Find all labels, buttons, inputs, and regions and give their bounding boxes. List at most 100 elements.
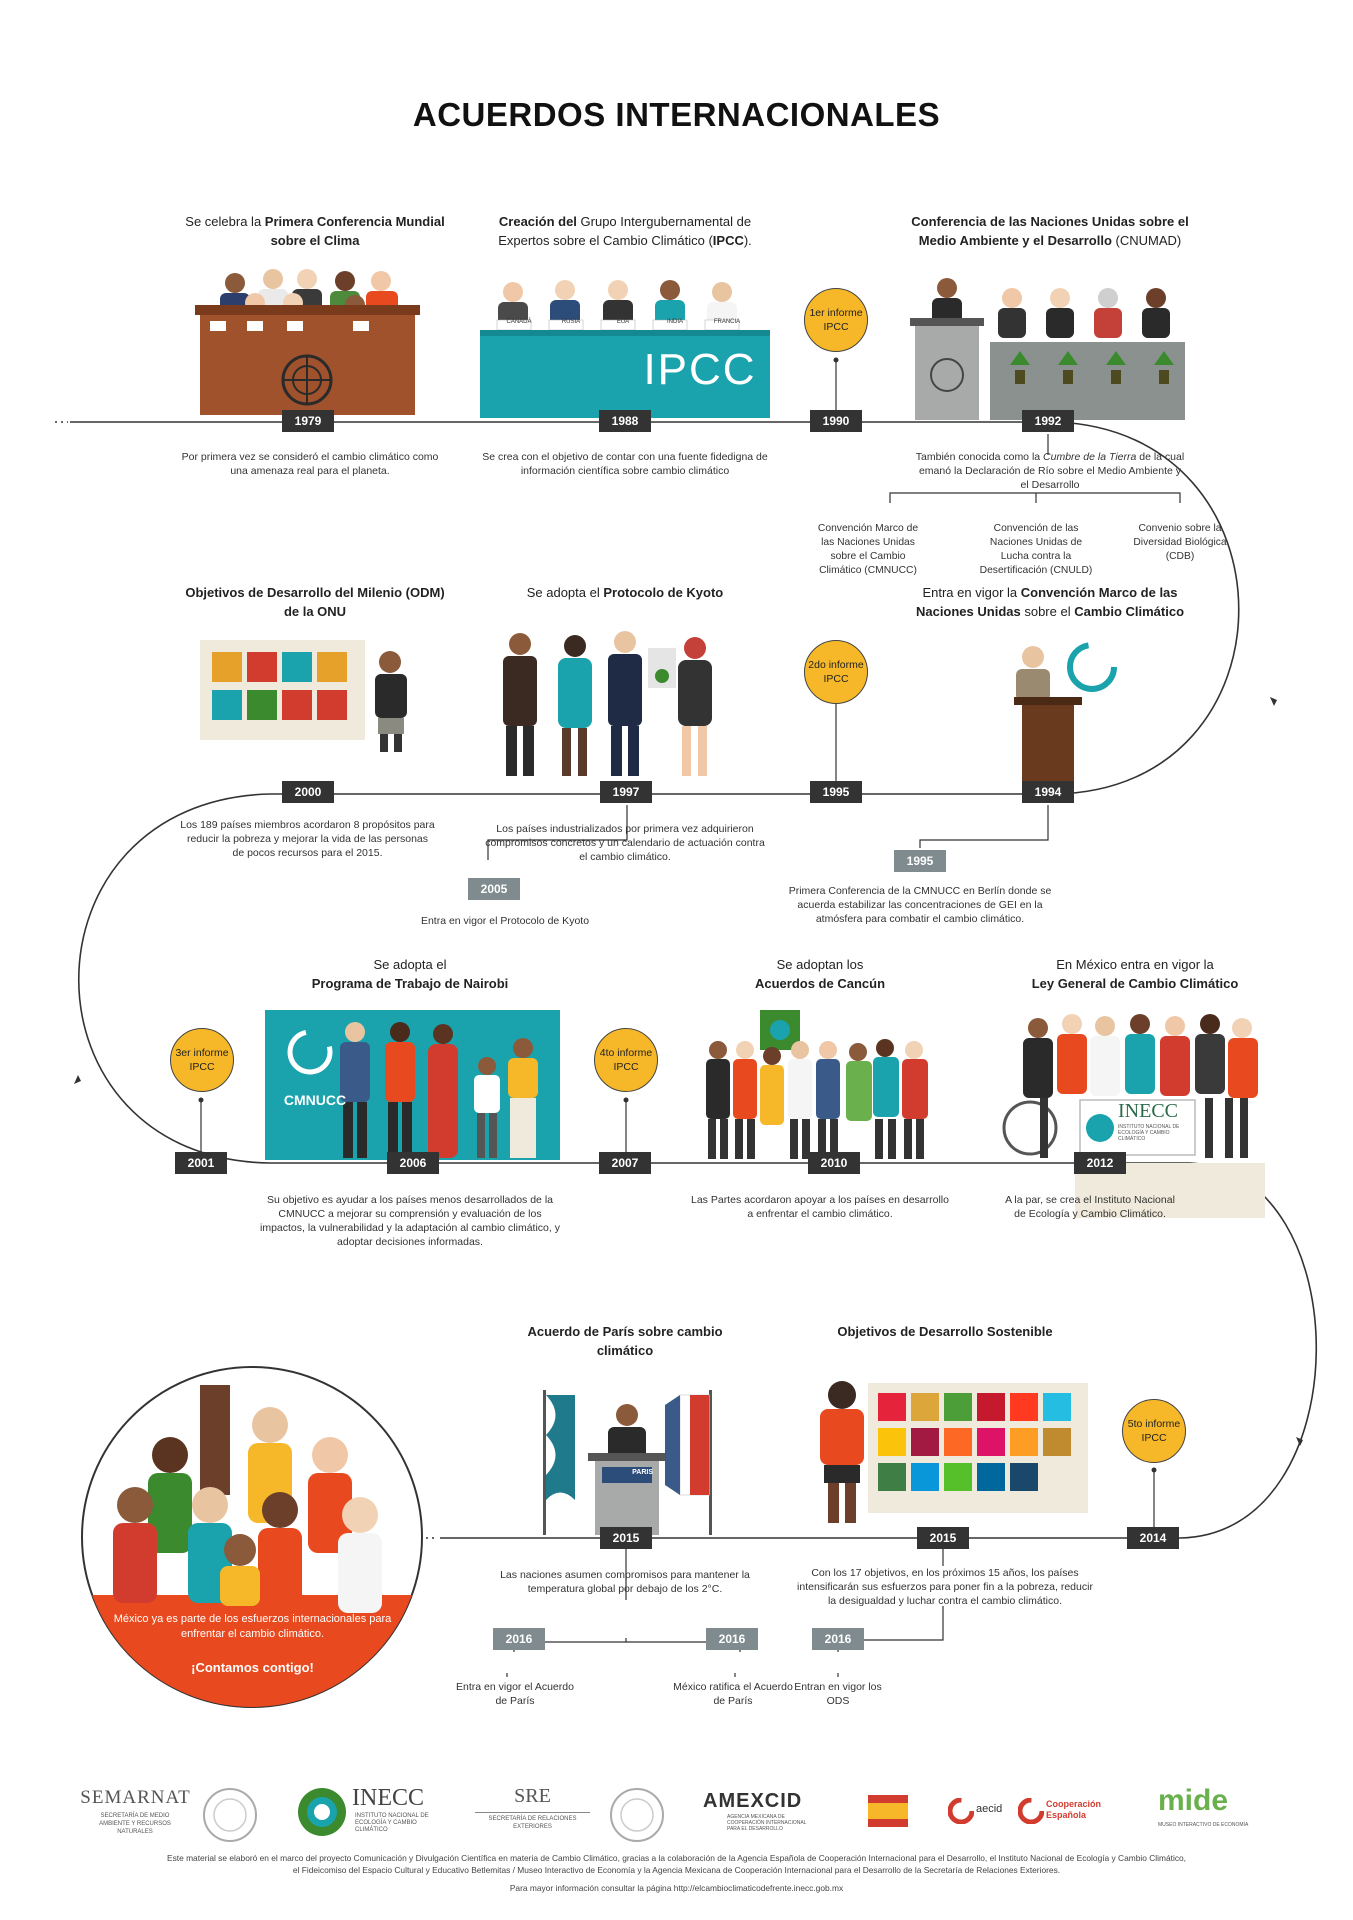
branch-cmnucc: Convención Marco de las Naciones Unidas … <box>817 523 919 576</box>
ods-vigor-desc: Entran en vigor los ODS <box>794 1681 882 1707</box>
year-badge-2006: 2006 <box>387 1152 439 1174</box>
mexico-seal-icon <box>610 1788 664 1842</box>
cooperacion-icon <box>1018 1798 1044 1824</box>
event-1997-title: Se adopta el Protocolo de Kyoto <box>526 585 724 600</box>
ipcc-report-3-circle: 3er informe IPCC <box>170 1028 234 1092</box>
ipcc-report-5-circle: 5to informe IPCC <box>1122 1399 1186 1463</box>
inecc-illustration <box>1002 1014 1265 1218</box>
branch-cnuld: Convención de las Naciones Unidas de Luc… <box>979 523 1093 576</box>
year-badge-1994: 1994 <box>1022 781 1074 803</box>
event-2000-title: Objetivos de Desarrollo del Milenio (ODM… <box>185 585 445 619</box>
year-badge-2014: 2014 <box>1127 1527 1179 1549</box>
inecc-sign: INECC <box>1118 1100 1178 1122</box>
footer-credits-2: el Fideicomiso del Espacio Cultural y Ed… <box>292 1865 1061 1875</box>
event-1995-desc: Primera Conferencia de la CMNUCC en Berl… <box>788 885 1052 925</box>
cnumad-illustration <box>910 278 1185 420</box>
year-badge-2016-mexico-ratifica: 2016 <box>706 1628 758 1650</box>
cooperacion-logo: Cooperación Española <box>1046 1799 1102 1820</box>
mexico-circle-illustration <box>81 1366 423 1708</box>
footer-link[interactable]: Para mayor información consultar la pági… <box>509 1883 844 1893</box>
year-badge-1995-berlin: 1995 <box>894 850 946 872</box>
amexcid-logo: AMEXCID <box>703 1790 803 1812</box>
kyoto-illustration <box>503 631 712 776</box>
inecc-logo-icon <box>298 1788 346 1836</box>
mide-sub: MUSEO INTERACTIVO DE ECONOMÍA <box>1158 1822 1249 1828</box>
event-1979-desc: Por primera vez se consideró el cambio c… <box>181 451 439 477</box>
inecc-sign-sub: INSTITUTO NACIONAL DE ECOLOGÍA Y CAMBIO … <box>1118 1124 1180 1142</box>
aecid-logo: aecid <box>976 1803 1003 1815</box>
event-2005-desc: Entra en vigor el Protocolo de Kyoto <box>420 915 590 927</box>
ipcc-panel-logo: IPCC <box>643 345 757 394</box>
year-badge-2016-paris-vigor: 2016 <box>493 1628 545 1650</box>
year-badge-2001: 2001 <box>175 1152 227 1174</box>
ipcc-country-label: CANADÁ <box>506 319 532 325</box>
year-badge-2015-ods: 2015 <box>917 1527 969 1549</box>
sre-logo: SRE <box>514 1785 551 1807</box>
year-badge-1992: 1992 <box>1022 410 1074 432</box>
event-1994-title: Entra en vigor la Convención Marco de la… <box>915 585 1185 619</box>
event-1988-desc: Se crea con el objetivo de contar con un… <box>482 451 768 477</box>
year-badge-1990: 1990 <box>810 410 862 432</box>
event-1992-title: Conferencia de las Naciones Unidas sobre… <box>911 214 1189 248</box>
event-1988-title: Creación del Grupo Intergubernamental de… <box>498 214 752 248</box>
year-badge-2016-ods: 2016 <box>812 1628 864 1650</box>
nairobi-illustration <box>265 1010 560 1160</box>
year-badge-1988: 1988 <box>599 410 651 432</box>
cancun-illustration <box>706 1010 928 1159</box>
ipcc-country-label: INDIA <box>666 319 683 325</box>
paris-illustration <box>543 1390 712 1535</box>
inecc-logo: INECC <box>352 1785 424 1811</box>
amexcid-sub: AGENCIA MEXICANA DE COOPERACIÓN INTERNAC… <box>727 1814 807 1832</box>
mexico-message: México ya es parte de los esfuerzos inte… <box>113 1613 392 1640</box>
cmnucc-panel-logo: CMNUCC <box>283 1092 347 1108</box>
ipcc-illustration <box>480 280 770 418</box>
branch-cdb: Convenio sobre la Diversidad Biológica (… <box>1133 523 1227 562</box>
ipcc-country-label: FRANCIA <box>713 319 741 325</box>
event-2000-desc: Los 189 países miembros acordaron 8 prop… <box>180 819 435 859</box>
event-1992-desc: También conocida como la Cumbre de la Ti… <box>915 451 1185 491</box>
sre-sub: SECRETARÍA DE RELACIONES EXTERIORES <box>475 1812 590 1831</box>
mexico-cta: ¡Contamos contigo! <box>191 1660 314 1675</box>
semarnat-sub: SECRETARÍA DE MEDIO AMBIENTE Y RECURSOS … <box>99 1813 171 1835</box>
event-1997-desc: Los países industrializados por primera … <box>485 823 765 863</box>
mexico-seal-icon <box>203 1788 257 1842</box>
paris-title: Acuerdo de París sobre cambio climático <box>527 1324 723 1358</box>
ods-illustration <box>820 1381 1088 1523</box>
year-badge-2005: 2005 <box>468 878 520 900</box>
mide-logo: mide <box>1158 1784 1229 1817</box>
semarnat-logo: SEMARNAT <box>80 1787 191 1808</box>
spain-emblem-icon <box>868 1795 908 1827</box>
event-1979-title: Se celebra la Primera Conferencia Mundia… <box>185 214 445 248</box>
paris-desc: Las naciones asumen compromisos para man… <box>500 1569 750 1595</box>
year-badge-2015-paris: 2015 <box>600 1527 652 1549</box>
event-2006-desc: Su objetivo es ayudar a los países menos… <box>260 1194 560 1248</box>
ipcc-report-4-circle: 4to informe IPCC <box>594 1028 658 1092</box>
paris-podium-label: PARIS <box>632 1469 653 1476</box>
ipcc-country-label: RUSIA <box>561 319 581 325</box>
ipcc-report-2-circle: 2do informe IPCC <box>804 640 868 704</box>
footer-credits-1: Este material se elaboró en el marco del… <box>166 1853 1187 1863</box>
event-2012-desc: A la par, se crea el Instituto Nacional … <box>1005 1194 1175 1220</box>
conference-1979-illustration <box>195 269 420 415</box>
year-badge-1979: 1979 <box>282 410 334 432</box>
year-badge-2000: 2000 <box>282 781 334 803</box>
year-badge-1995: 1995 <box>810 781 862 803</box>
year-badge-2007: 2007 <box>599 1152 651 1174</box>
ods-desc: Con los 17 objetivos, en los próximos 15… <box>797 1567 1093 1607</box>
year-badge-2010: 2010 <box>808 1152 860 1174</box>
mexico-ratifica-desc: México ratifica el Acuerdo de París <box>673 1681 793 1707</box>
convention-1994-illustration <box>1014 642 1117 785</box>
aecid-icon <box>948 1798 974 1824</box>
ipcc-country-label: EUA <box>616 319 630 325</box>
inecc-logo-sub: INSTITUTO NACIONAL DE ECOLOGÍA Y CAMBIO … <box>355 1813 429 1833</box>
year-badge-1997: 1997 <box>600 781 652 803</box>
ods-title: Objetivos de Desarrollo Sostenible <box>837 1324 1053 1339</box>
paris-vigor-desc: Entra en vigor el Acuerdo de París <box>456 1681 574 1707</box>
odm-illustration <box>200 640 407 752</box>
ipcc-report-1-circle: 1er informe IPCC <box>804 288 868 352</box>
event-2010-desc: Las Partes acordaron apoyar a los países… <box>691 1194 949 1220</box>
page-title: ACUERDOS INTERNACIONALES <box>412 96 941 133</box>
